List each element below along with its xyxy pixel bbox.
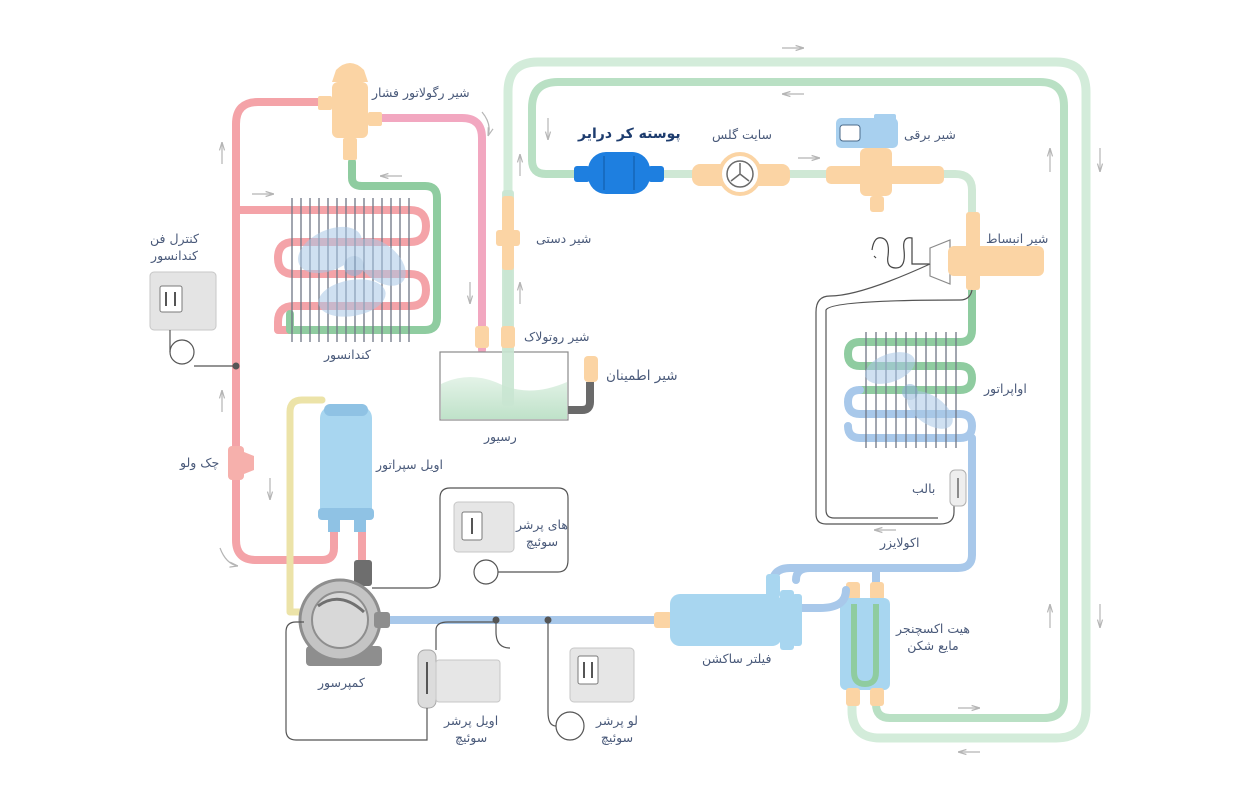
high-pressure-switch	[372, 487, 569, 589]
evaporator-coil	[792, 338, 976, 604]
compressor-label: کمپرسور	[318, 675, 365, 690]
solenoid-valve	[826, 114, 944, 212]
condenser-fan-control-label-line1: کنترل فن	[150, 231, 199, 246]
suction-filter	[654, 574, 802, 650]
bulb	[949, 469, 967, 507]
suction-filter-label: فیلتر ساکشن	[702, 651, 772, 666]
oil-pressure-switch-label: اویل پرشر سوئیچ	[444, 712, 498, 746]
high-pressure-switch-label-line1: های پرشر	[516, 517, 568, 532]
condenser-fan-control-label: کنترل فن کندانسور	[150, 230, 199, 264]
liquid-line-outer-loop	[503, 57, 1091, 743]
condenser-fan-icon	[298, 226, 406, 317]
check-valve-label: چک ولو	[180, 455, 220, 470]
sight-glass	[692, 152, 790, 196]
expansion-valve	[871, 212, 1044, 290]
oil-pressure-switch	[285, 621, 501, 741]
hand-valve	[496, 196, 520, 270]
safety-valve-label: شیر اطمینان	[606, 368, 678, 384]
pressure-regulator-label: شیر رگولاتور فشار	[372, 85, 470, 100]
connection-dots	[492, 616, 552, 624]
condenser-return-line	[286, 158, 441, 334]
equalizer-line	[815, 263, 973, 525]
sight-glass-label: سایت گلس	[712, 127, 773, 142]
solenoid-valve-label: شیر برقی	[904, 127, 956, 142]
liquid-line-upper	[528, 156, 976, 346]
heat-exchanger-label: هیت اکسچنجر مایع شکن	[896, 620, 970, 654]
oil-separator	[318, 404, 374, 532]
oil-separator-label: اویل سپراتور	[376, 457, 444, 472]
discharge-line	[232, 98, 486, 566]
evaporator-fan-icon	[865, 352, 953, 429]
equalizer-label: اکولایزر	[880, 535, 920, 550]
rotolock-valve-label: شیر روتولاک	[524, 329, 590, 344]
heat-exchanger-label-line2: مایع شکن	[907, 638, 959, 653]
check-valve	[228, 446, 254, 480]
condenser-fan-control	[149, 271, 240, 370]
low-pressure-switch-label-line2: سوئیچ	[600, 730, 634, 745]
heat-exchanger	[840, 582, 890, 706]
oil-line	[286, 396, 326, 616]
low-pressure-switch	[495, 620, 635, 741]
hand-valve-label: شیر دستی	[536, 231, 592, 246]
bulb-label: بالب	[912, 481, 936, 496]
high-pressure-switch-label-line2: سوئیچ	[525, 534, 559, 549]
heat-exchanger-label-line1: هیت اکسچنجر	[896, 621, 970, 636]
low-pressure-switch-label-line1: لو پرشر	[596, 713, 638, 728]
flow-arrows	[220, 48, 1100, 752]
evaporator-label: اواپراتور	[984, 381, 1027, 396]
oil-pressure-switch-label-line1: اویل پرشر	[444, 713, 499, 728]
oil-pressure-switch-label-line2: سوئیچ	[454, 730, 488, 745]
filter-drier	[574, 152, 664, 194]
compressor	[298, 560, 390, 666]
low-pressure-switch-label: لو پرشر سوئیچ	[596, 712, 638, 746]
filter-drier-label: پوسته کر درایر	[578, 126, 681, 142]
receiver	[439, 190, 598, 421]
pressure-regulator-valve	[318, 63, 382, 160]
rotolock-valves	[475, 326, 515, 348]
evaporator-fins	[865, 332, 957, 448]
high-pressure-switch-label: های پرشر سوئیچ	[516, 516, 568, 550]
condenser-fan-control-label-line2: کندانسور	[151, 248, 198, 263]
condenser-label: کندانسور	[324, 347, 371, 362]
expansion-valve-label: شیر انبساط	[986, 231, 1049, 246]
receiver-label: رسیور	[484, 429, 517, 444]
